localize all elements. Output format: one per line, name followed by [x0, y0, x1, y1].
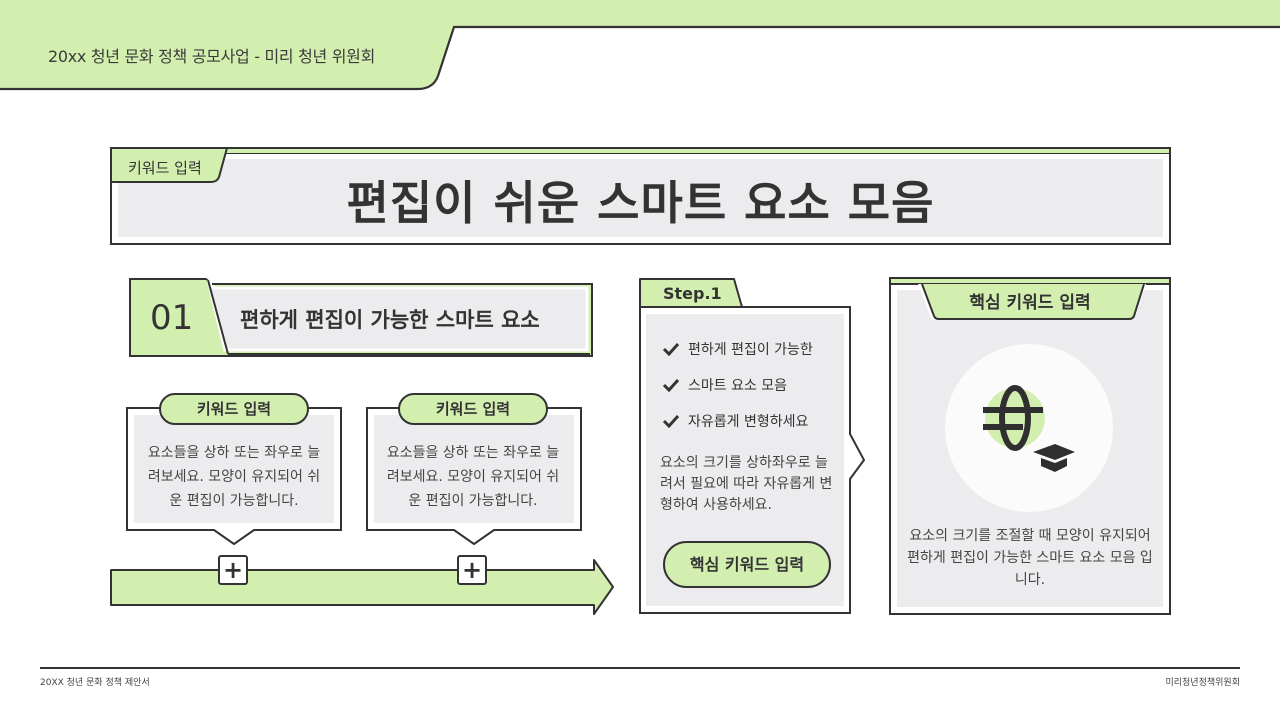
main-title-box: 키워드 입력 편집이 쉬운 스마트 요소 모음 — [110, 147, 1171, 245]
globe-graduation-cap-icon — [983, 385, 1075, 472]
timeline-add-button-2[interactable]: + — [457, 555, 487, 585]
timeline-arrow — [110, 559, 614, 615]
title-tab-label: 키워드 입력 — [128, 159, 202, 177]
checkmark-icon — [662, 342, 680, 356]
core-keyword-button[interactable]: 핵심 키워드 입력 — [663, 541, 831, 588]
header-banner — [0, 0, 1280, 91]
step-tab-label: Step.1 — [663, 284, 722, 303]
keyword-bubble-2-shape — [366, 407, 582, 546]
core-description: 요소의 크기를 조절할 때 모양이 유지되어 편하게 편집이 가능한 스마트 요… — [907, 528, 1153, 588]
checkmark-icon — [662, 378, 680, 392]
header-title: 20xx 청년 문화 정책 공모사업 - 미리 청년 위원회 — [48, 47, 375, 66]
timeline-add-button-1[interactable]: + — [218, 555, 248, 585]
checklist-item-label: 자유롭게 변형하세요 — [688, 414, 809, 430]
keyword-bubble-1-shape — [126, 407, 342, 546]
checklist-item-1: 편하게 편집이 가능한 — [662, 339, 813, 359]
checklist-item-3: 자유롭게 변형하세요 — [662, 411, 808, 431]
keyword-bubble-2-text: 요소들을 상하 또는 좌우로 늘려보세요. 모양이 유지되어 쉬운 편집이 가능… — [386, 445, 560, 509]
title-box-inner — [118, 159, 1163, 237]
checklist-item-label: 편하게 편집이 가능한 — [688, 342, 813, 358]
page-title: 편집이 쉬운 스마트 요소 모음 — [346, 176, 935, 230]
checklist-item-label: 스마트 요소 모음 — [688, 378, 788, 394]
keyword-bubble-1-text: 요소들을 상하 또는 좌우로 늘려보세요. 모양이 유지되어 쉬운 편집이 가능… — [147, 445, 321, 509]
footer-organization: 미리청년정책위원회 — [1165, 678, 1240, 688]
checkmark-icon — [662, 414, 680, 428]
plus-icon: + — [222, 556, 244, 584]
checklist-item-2: 스마트 요소 모음 — [662, 375, 787, 395]
section-label: 편하게 편집이 가능한 스마트 요소 — [240, 308, 540, 332]
keyword-pill-1: 키워드 입력 — [159, 393, 309, 425]
title-box-top-band — [112, 149, 1169, 154]
step-description: 요소의 크기를 상하좌우로 늘려서 필요에 따라 자유롭게 변형하여 사용하세요… — [660, 455, 833, 513]
keyword-pill-2: 키워드 입력 — [398, 393, 548, 425]
title-tab-shape — [110, 147, 229, 183]
footer-divider — [40, 667, 1240, 669]
core-tab-label: 핵심 키워드 입력 — [969, 293, 1091, 313]
plus-icon: + — [461, 556, 483, 584]
footer-document-title: 20XX 청년 문화 정책 제안서 — [40, 678, 150, 688]
section-number: 01 — [150, 298, 194, 338]
section-header-shape — [129, 278, 593, 357]
